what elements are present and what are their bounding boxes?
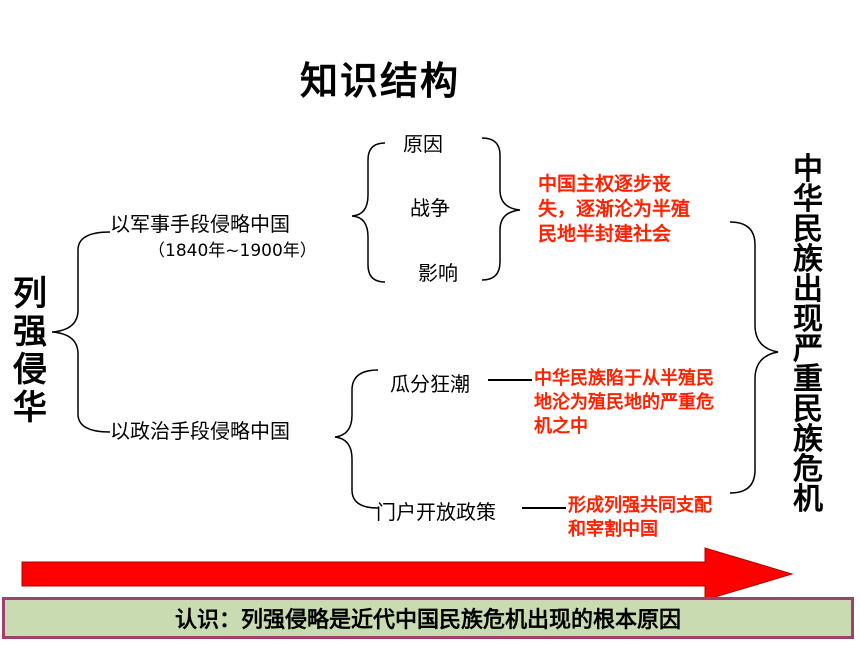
conclusion-brace bbox=[729, 221, 779, 494]
conclusion-char: 现 bbox=[793, 302, 823, 337]
page-title: 知识结构 bbox=[300, 59, 461, 103]
root-brace bbox=[51, 231, 111, 433]
political-result-1: 中华民族陷于从半殖民地沦为殖民地的严重危机之中 bbox=[534, 368, 714, 437]
root-label-char: 华 bbox=[13, 388, 47, 428]
conclusion-char: 出 bbox=[793, 272, 823, 307]
conclusion-char: 华 bbox=[793, 182, 823, 217]
military-brace bbox=[351, 142, 386, 283]
timeline-arrow bbox=[21, 547, 794, 601]
conclusion-char: 民 bbox=[793, 212, 823, 247]
military-branch-label: 以军事手段侵略中国 bbox=[110, 212, 290, 236]
political-branch-label: 以政治手段侵略中国 bbox=[110, 419, 290, 443]
political-result-2: 形成列强共同支配和宰割中国 bbox=[568, 495, 712, 540]
conclusion-char: 重 bbox=[793, 362, 823, 397]
conclusion-char: 危 bbox=[793, 452, 823, 487]
root-label: 列强侵华 bbox=[10, 275, 50, 427]
military-item-impact: 影响 bbox=[418, 261, 458, 285]
military-item-cause: 原因 bbox=[403, 132, 443, 156]
political-item-open-door: 门户开放政策 bbox=[376, 500, 496, 524]
military-item-war: 战争 bbox=[410, 196, 450, 220]
military-period: （1840年~1900年） bbox=[148, 241, 317, 261]
political-item-partition: 瓜分狂潮 bbox=[390, 372, 470, 396]
root-label-char: 侵 bbox=[13, 350, 47, 390]
conclusion-char: 族 bbox=[793, 242, 823, 277]
conclusion-vertical: 中华民族出现严重民族危机 bbox=[790, 155, 826, 515]
root-label-char: 强 bbox=[13, 312, 47, 352]
conclusion-char: 族 bbox=[793, 422, 823, 457]
conclusion-char: 民 bbox=[793, 392, 823, 427]
conclusion-char: 中 bbox=[793, 152, 823, 187]
military-result-brace bbox=[481, 137, 521, 281]
military-result: 中国主权逐步丧失，逐渐沦为半殖民地半封建社会 bbox=[538, 173, 691, 245]
conclusion-banner: 认识：列强侵略是近代中国民族危机出现的根本原因 bbox=[2, 597, 854, 639]
conclusion-char: 机 bbox=[793, 482, 823, 517]
root-label-char: 列 bbox=[13, 274, 47, 314]
conclusion-char: 严 bbox=[793, 332, 823, 367]
political-brace bbox=[334, 369, 379, 509]
